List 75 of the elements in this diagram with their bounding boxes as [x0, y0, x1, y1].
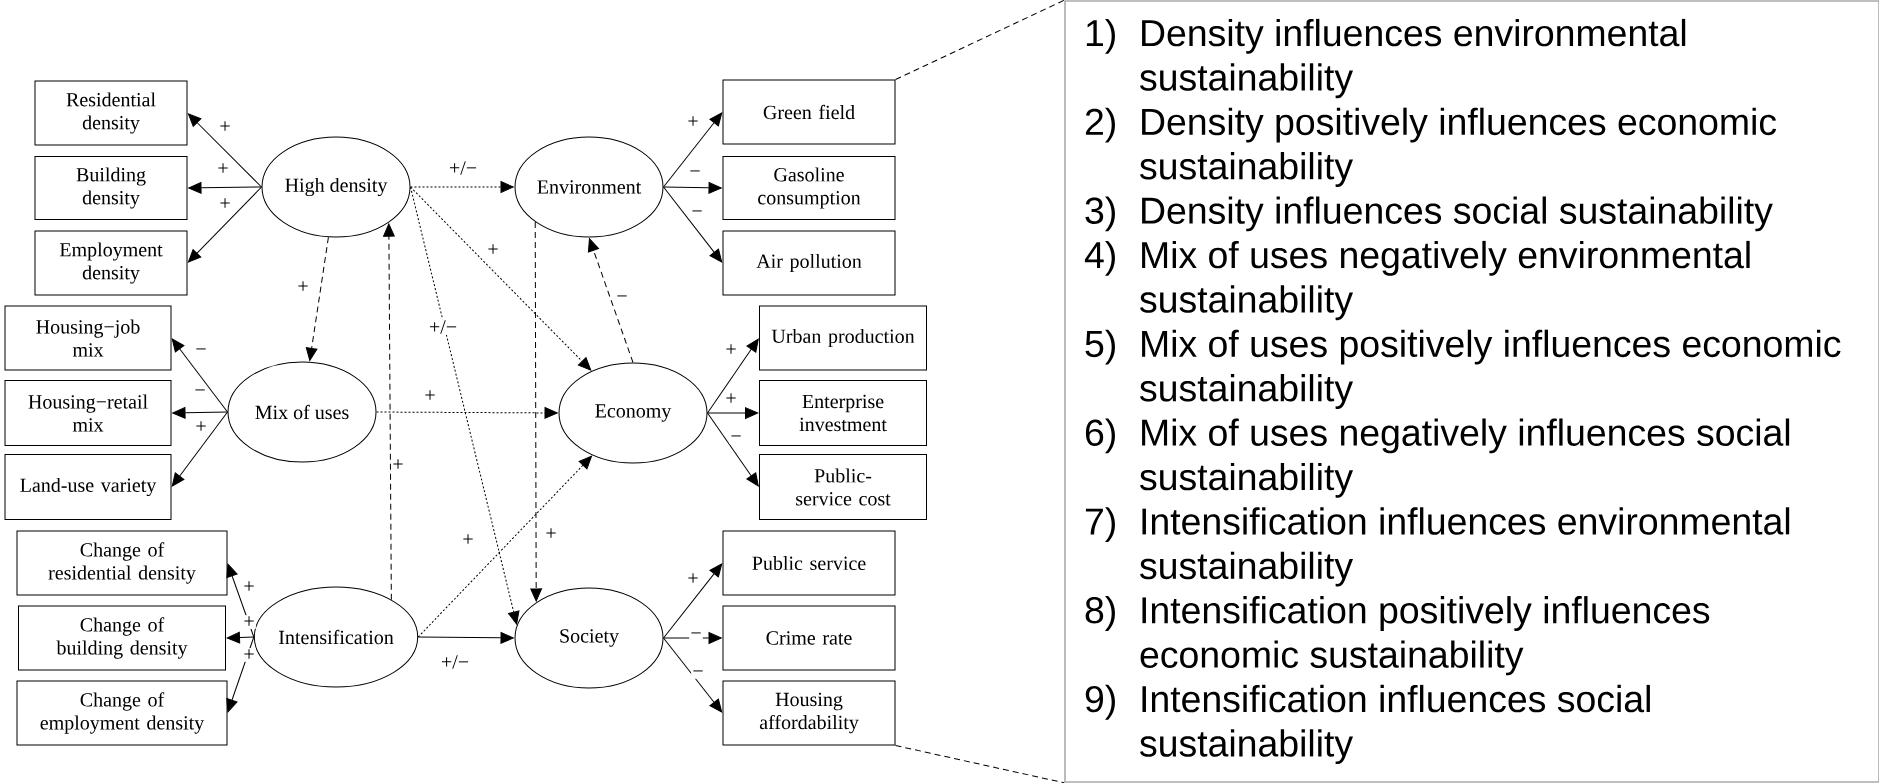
arrow — [376, 407, 558, 419]
edge-label: + — [242, 648, 256, 662]
edge-label: + — [724, 392, 738, 406]
edge-label: + — [296, 280, 310, 294]
edge-label: − — [690, 209, 704, 219]
indicator-box: Housing affordability — [722, 680, 896, 746]
arrow — [226, 636, 255, 713]
indicator-box: Change of building density — [18, 605, 226, 671]
arrow — [587, 238, 634, 363]
indicator-box: Employment density — [34, 230, 188, 296]
arrow — [410, 186, 520, 625]
arrow — [707, 407, 759, 419]
indicator-box: Crime rate — [722, 605, 896, 671]
edge-label: + — [686, 115, 700, 129]
arrow — [417, 455, 593, 638]
arrow — [707, 338, 759, 414]
arrow — [187, 113, 262, 188]
edge-label: + — [486, 243, 500, 257]
edge-label: + — [218, 120, 232, 134]
indicator-box: Land-use variety — [4, 454, 172, 520]
indicator-box: Residential density — [34, 80, 188, 146]
indicator-box: Urban production — [759, 305, 927, 371]
indicator-box: Gasoline consumption — [722, 156, 896, 220]
arrow — [663, 181, 722, 194]
indicator-box: Building density — [34, 156, 188, 220]
arrow — [410, 186, 592, 371]
arrow — [188, 181, 262, 194]
edge-label: + — [194, 420, 208, 434]
arrow — [707, 412, 759, 487]
arrow — [383, 223, 395, 601]
edge-label: − — [689, 631, 703, 641]
indicator-box: Enterprise investment — [759, 380, 927, 446]
arrow — [305, 236, 329, 361]
text-panel: 1) Density influences environmental sustainability 2) Density positively influences economic sustainability 3) Density influences social sustainability 4) Mix of uses negatively environmental sustainability 5) Mix of uses positively influences economic sustainability 6) Mix of uses negatively influences social sustainability 7) Intensification influences environmental sustainability 8) Intensification positively influences economic sustainability 9) Intensification influences social sustainability — [1064, 0, 1879, 783]
edge-label: − — [729, 434, 743, 444]
arrow — [226, 631, 255, 644]
indicator-box: Housing−retail mix — [4, 380, 172, 446]
arrow — [172, 406, 228, 419]
indicator-box: Green field — [722, 79, 896, 145]
arrow — [663, 563, 723, 639]
edge-label: + — [391, 458, 405, 472]
arrow — [171, 411, 228, 487]
edge-label: +/− — [447, 160, 479, 176]
edge-label: + — [461, 533, 475, 547]
arrow — [663, 637, 723, 713]
edge-label: +/− — [439, 654, 471, 670]
edge-label: − — [194, 347, 208, 357]
arrow — [663, 632, 722, 644]
indicator-box: Change of residential density — [16, 530, 228, 596]
arrow — [530, 221, 543, 602]
arrow — [171, 338, 228, 413]
indicator-box: Public service — [722, 530, 896, 596]
arrow — [410, 181, 514, 193]
edge-label: + — [242, 615, 256, 629]
edge-label: − — [691, 669, 705, 679]
edge-label: − — [688, 169, 702, 179]
edge-label: + — [242, 580, 256, 594]
arrow — [663, 112, 723, 188]
arrow — [417, 632, 514, 644]
arrow — [187, 186, 262, 263]
indicator-box: Change of employment density — [16, 680, 228, 746]
indicator-box: Housing−job mix — [4, 305, 172, 371]
edge-label: + — [724, 343, 738, 357]
indicator-box: Public-service cost — [759, 454, 927, 520]
edge-label: + — [423, 389, 437, 403]
indicator-box: Air pollution — [722, 230, 896, 296]
edge-label: + — [216, 162, 230, 176]
edge-label: + — [218, 197, 232, 211]
edge-label: + — [544, 527, 558, 541]
arrow — [663, 186, 723, 263]
edge-label: − — [193, 388, 207, 398]
edge-label: +/− — [427, 319, 459, 335]
edge-label: + — [686, 572, 700, 586]
edge-label: − — [615, 294, 629, 304]
arrow — [226, 563, 255, 638]
